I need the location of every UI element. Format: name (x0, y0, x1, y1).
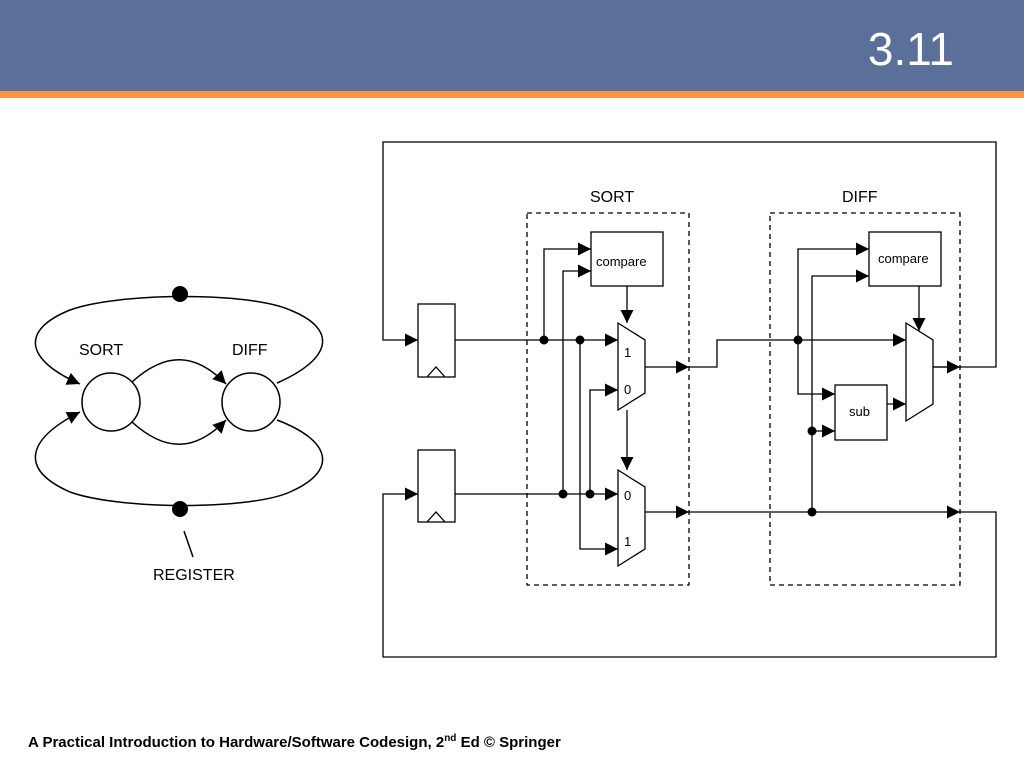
slide-number: 3.11 (867, 23, 954, 75)
footer-text-2: Ed © Springer (456, 734, 561, 751)
sub-in1-wire (797, 340, 835, 401)
sort-node (81, 372, 141, 432)
register-top-clock (426, 366, 446, 378)
feedback-bottom-wire (382, 487, 997, 658)
sort-to-diff-top-edge (131, 359, 227, 385)
diff-compare-label: compare (878, 251, 929, 266)
junction-dot (575, 335, 585, 345)
title-bar (0, 0, 1024, 91)
diff-block (769, 212, 961, 586)
reg-bottom-to-mux-top-wire (589, 383, 618, 494)
diff-label: DIFF (232, 342, 268, 359)
footer-text-1: A Practical Introduction to Hardware/Sof… (28, 734, 445, 751)
junction-dot (558, 489, 568, 499)
register-dot-top (172, 286, 188, 302)
title-bar-stripe (0, 91, 1024, 98)
diff-node (221, 372, 281, 432)
sort-compare-in2-wire (562, 264, 591, 494)
register-dot-bottom (172, 501, 188, 517)
diff-mux (905, 321, 934, 423)
sort-compare-in1-wire (543, 242, 591, 340)
sort-mux-bottom-in0-label: 0 (624, 488, 631, 503)
junction-dot (585, 489, 595, 499)
junction-dot (807, 507, 817, 517)
sort-compare-label: compare (596, 254, 647, 269)
register-bottom-clock (426, 511, 446, 523)
junction-dot (793, 335, 803, 345)
sort-block-label: SORT (590, 189, 634, 206)
register-label: REGISTER (153, 567, 235, 584)
sub-box (834, 384, 888, 441)
sort-mux-top-in1-label: 1 (624, 345, 631, 360)
register-pointer (183, 530, 194, 558)
feedback-top-wire (382, 141, 997, 368)
bottom-loop-edge (34, 411, 324, 507)
junction-dot (539, 335, 549, 345)
diff-block-label: DIFF (842, 189, 878, 206)
datapath (382, 141, 997, 658)
junction-dot (807, 426, 817, 436)
state-diagram (34, 295, 324, 558)
top-loop-edge (34, 295, 324, 385)
register-top (417, 303, 456, 378)
footer-citation: A Practical Introduction to Hardware/Sof… (28, 733, 561, 751)
sort-to-diff-bottom-edge (131, 419, 227, 445)
sort-mux-bottom-in1-label: 1 (624, 534, 631, 549)
register-bottom (417, 449, 456, 523)
sort-label: SORT (79, 342, 123, 359)
sort-block (526, 212, 690, 586)
diff-compare-box (868, 231, 942, 287)
sort-mux-top (617, 321, 646, 412)
reg-top-to-mux-bottom-wire (579, 340, 618, 556)
sort-mux-bottom (617, 468, 646, 568)
junction-dots (539, 335, 817, 517)
sub-label: sub (849, 404, 870, 419)
sort-mux-top-in0-label: 0 (624, 382, 631, 397)
diff-compare-in1-wire (797, 242, 869, 340)
sort-compare-box (590, 231, 664, 287)
footer-superscript: nd (444, 733, 457, 744)
